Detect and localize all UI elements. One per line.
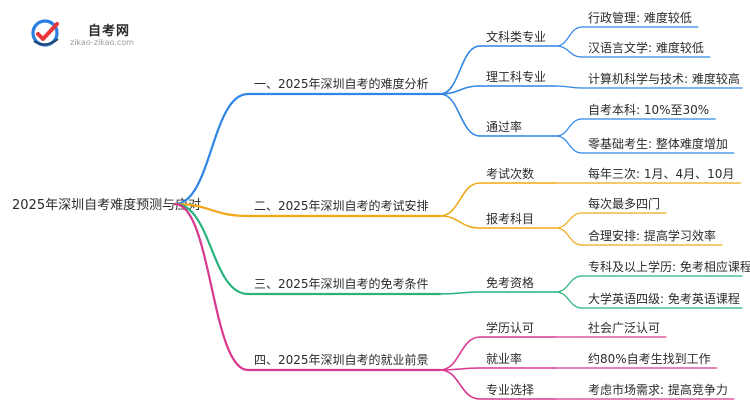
branch-connector <box>173 92 250 206</box>
leaf-topic: 专科及以上学历: 免考相应课程 <box>588 259 750 274</box>
leaf-connector <box>555 45 583 58</box>
leaf-connector <box>555 212 583 229</box>
branch-connector <box>173 202 250 296</box>
leaf-connector <box>555 275 583 293</box>
leaf-connector <box>555 118 583 137</box>
leaf-connector <box>555 85 583 89</box>
subtopic-connector <box>439 45 481 95</box>
leaf-topic: 行政管理: 难度较低 <box>588 10 692 25</box>
logo-title: 自考网 <box>88 24 131 39</box>
zikao-logo-icon <box>31 19 59 47</box>
leaf-topic: 考虑市场需求: 提高竞争力 <box>588 382 728 397</box>
branch-topic: 三、2025年深圳自考的免考条件 <box>254 276 429 291</box>
subtopic-connector <box>439 336 481 371</box>
subtopic: 考试次数 <box>486 166 534 181</box>
leaf-topic: 计算机科学与技术: 难度较高 <box>588 71 740 86</box>
subtopic: 理工科专业 <box>486 69 546 84</box>
leaf-topic: 约80%自考生找到工作 <box>588 351 711 366</box>
leaf-connector <box>555 227 583 246</box>
leaf-topic: 每次最多四门 <box>588 196 660 211</box>
branch-topic: 二、2025年深圳自考的考试安排 <box>254 198 429 213</box>
leaf-topic: 每年三次: 1月、4月、10月 <box>588 166 734 181</box>
branch-connector <box>173 202 250 372</box>
subtopic: 专业选择 <box>486 382 534 397</box>
leaf-connector <box>555 135 583 154</box>
subtopic-connector <box>439 93 481 137</box>
subtopic-connector <box>439 215 481 229</box>
leaf-connector <box>555 26 583 47</box>
leaf-topic: 零基础考生: 整体难度增加 <box>588 136 728 151</box>
subtopic-connector <box>439 182 481 217</box>
subtopic: 就业率 <box>486 351 522 366</box>
leaf-topic: 自考本科: 10%至30% <box>588 103 709 117</box>
subtopic: 免考资格 <box>486 275 534 290</box>
leaf-topic: 合理安排: 提高学习效率 <box>588 228 716 243</box>
root-topic: 2025年深圳自考难度预测与应对 <box>12 197 201 213</box>
site-logo[interactable]: 自考网 zikao-zikao.com <box>30 18 150 52</box>
subtopic: 学历认可 <box>486 320 534 335</box>
subtopic: 文科类专业 <box>486 29 546 44</box>
subtopic-connector <box>439 291 481 295</box>
branch-connector <box>173 202 250 218</box>
subtopic: 报考科目 <box>486 211 534 226</box>
leaf-topic: 大学英语四级: 免考英语课程 <box>588 291 740 306</box>
logo-url: zikao-zikao.com <box>70 38 134 47</box>
branch-topic: 一、2025年深圳自考的难度分析 <box>254 76 429 91</box>
branch-topic: 四、2025年深圳自考的就业前景 <box>254 352 429 367</box>
subtopic-connector <box>439 369 481 400</box>
leaf-topic: 社会广泛认可 <box>588 320 660 335</box>
leaf-topic: 汉语言文学: 难度较低 <box>588 40 704 55</box>
leaf-connector <box>555 291 583 309</box>
subtopic: 通过率 <box>486 119 522 134</box>
subtopic-connector <box>439 85 481 95</box>
